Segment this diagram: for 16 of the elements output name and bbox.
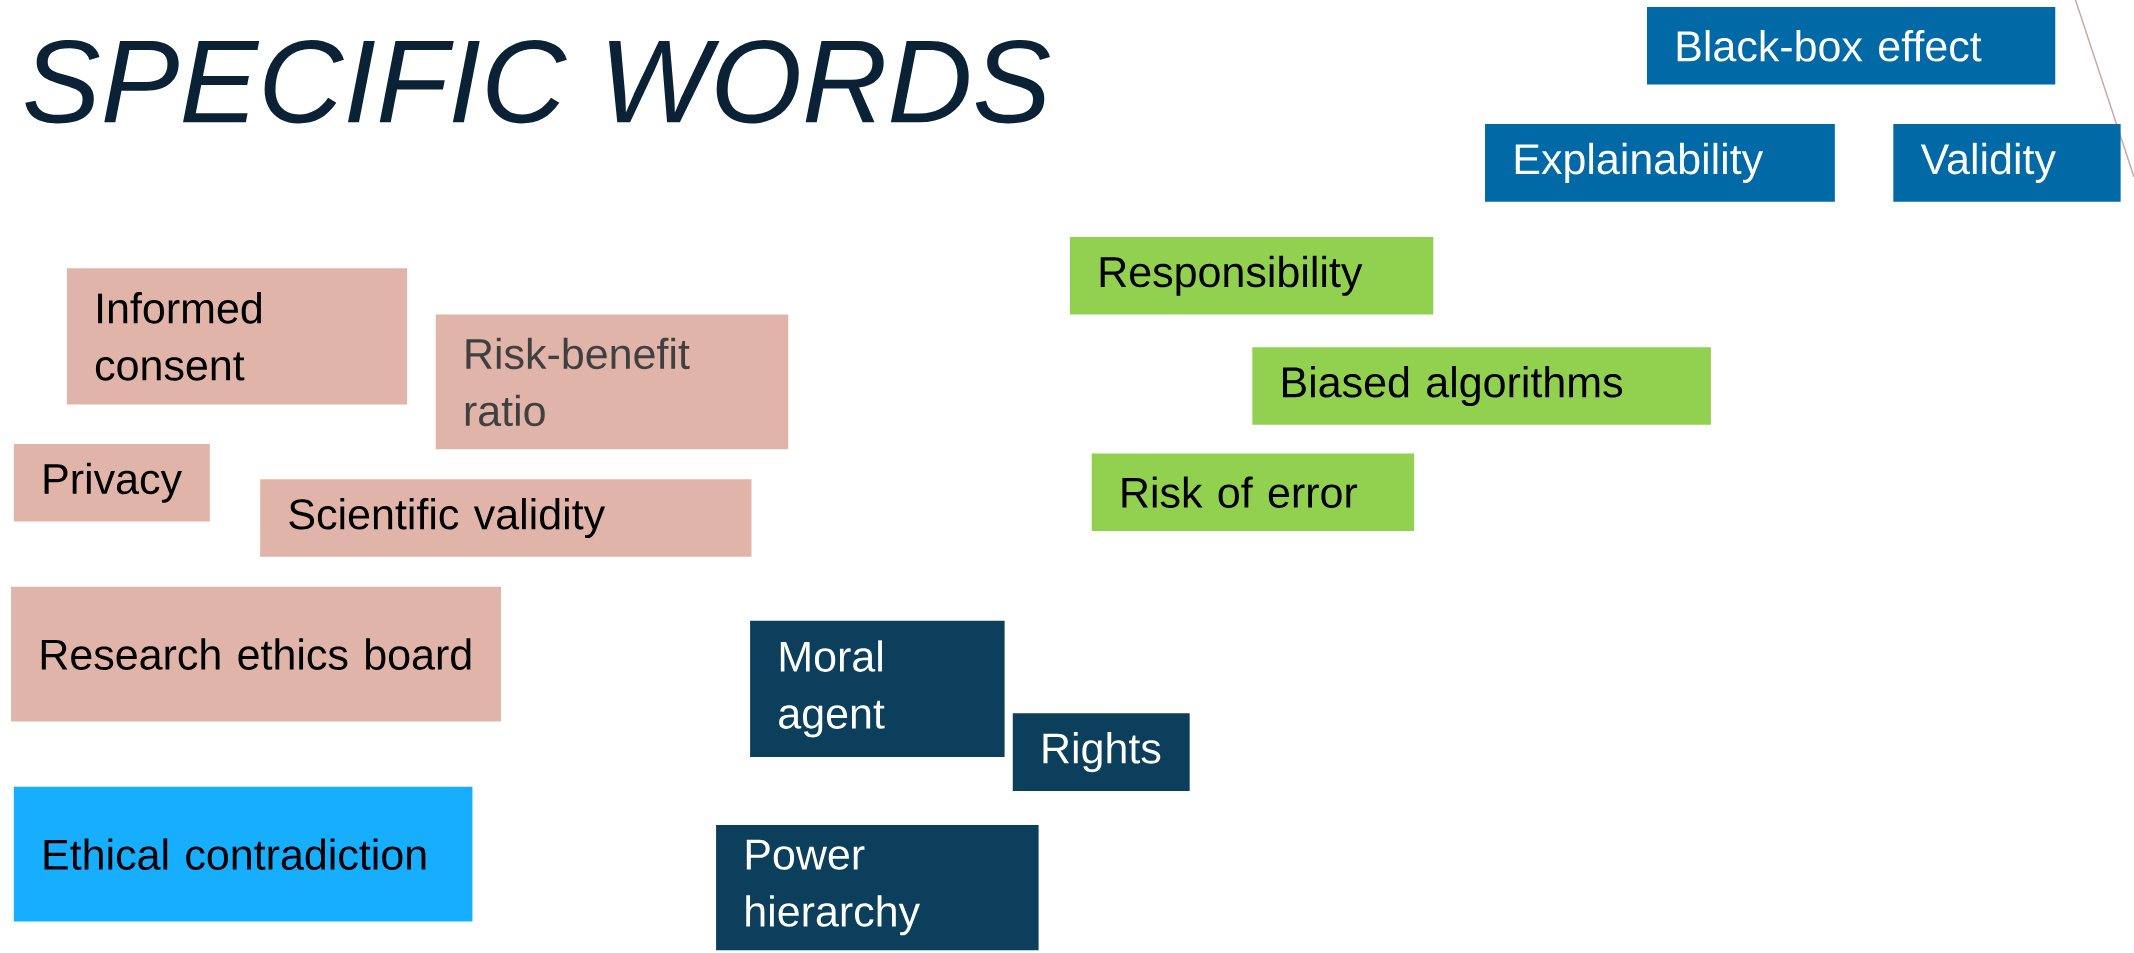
word-box: Scientific validity	[260, 479, 752, 557]
word-box: Risk of error	[1091, 453, 1415, 531]
word-box: Risk-benefit ratio	[435, 314, 789, 450]
word-box: Black-box effect	[1647, 7, 2056, 85]
word-box: Ethical contradiction	[13, 786, 473, 922]
slide-title: SPECIFIC WORDS	[25, 39, 1050, 124]
word-box: Moral agent	[750, 620, 1005, 757]
word-box: Explainability	[1485, 124, 1835, 202]
word-box: Power hierarchy	[716, 824, 1039, 951]
word-box: Biased algorithms	[1252, 347, 1711, 425]
word-box: Responsibility	[1069, 237, 1434, 315]
word-box: Informed consent	[66, 268, 408, 405]
word-box: Research ethics board	[11, 586, 501, 722]
word-box: Validity	[1893, 124, 2121, 202]
word-box: Rights	[1012, 713, 1190, 791]
word-box: Privacy	[13, 443, 210, 522]
